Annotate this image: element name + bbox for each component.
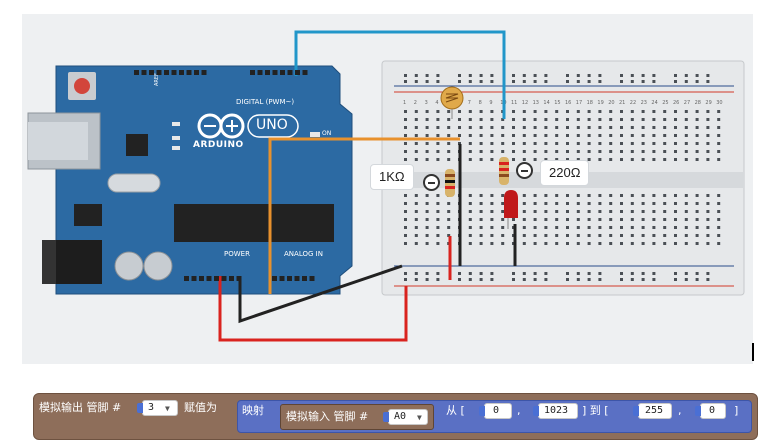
- from-label: 从 [: [446, 404, 465, 417]
- wire-red: [218, 276, 408, 342]
- to-high-value: 0: [709, 405, 716, 416]
- aref-label: AREF: [154, 73, 160, 86]
- col-number: 14: [543, 100, 549, 106]
- col-number: 1: [403, 100, 406, 106]
- col-number: 30: [716, 100, 722, 106]
- col-number: 29: [705, 100, 711, 106]
- analog-read-label: 模拟输入 管脚 #: [286, 410, 369, 423]
- from-high-input[interactable]: 1023: [533, 403, 578, 419]
- col-number: 15: [554, 100, 560, 106]
- breadboard-holes: 1234567891011121314151617181920212223242…: [403, 74, 723, 281]
- comma-1: ,: [517, 404, 521, 417]
- col-number: 8: [479, 100, 482, 106]
- wire-blue: [294, 30, 506, 119]
- col-number: 21: [619, 100, 625, 106]
- chevron-down-icon: ▼: [165, 404, 170, 413]
- assign-label: 赋值为: [184, 401, 217, 414]
- resistor-label-220[interactable]: 220Ω: [540, 160, 590, 186]
- col-number: 7: [468, 100, 471, 106]
- col-number: 26: [673, 100, 679, 106]
- text-cursor: [752, 343, 754, 361]
- uno-badge: [247, 114, 299, 138]
- red-led: [504, 190, 518, 218]
- col-number: 9: [489, 100, 492, 106]
- pin-dropdown[interactable]: 3 ▼: [137, 400, 178, 416]
- col-number: 3: [425, 100, 428, 106]
- resistor-label-1k[interactable]: 1KΩ: [370, 164, 414, 190]
- atmega-chip: [174, 204, 334, 242]
- close-bracket: ]: [734, 404, 739, 417]
- zoom-out-icon[interactable]: [423, 174, 440, 191]
- col-number: 17: [576, 100, 582, 106]
- resistor-label-1k-text: 1KΩ: [379, 169, 405, 184]
- power-header-label: POWER: [224, 250, 250, 258]
- chevron-down-icon: ▼: [417, 413, 422, 422]
- col-number: 20: [608, 100, 614, 106]
- col-number: 23: [641, 100, 647, 106]
- from-low-value: 0: [493, 405, 500, 416]
- col-number: 12: [522, 100, 528, 106]
- from-low-input[interactable]: 0: [479, 403, 512, 419]
- from-high-value: 1023: [544, 405, 569, 416]
- analog-pin-dropdown[interactable]: A0 ▼: [383, 409, 428, 425]
- zoom-out-icon[interactable]: [516, 162, 533, 179]
- wire-black: [238, 264, 403, 324]
- simulator-canvas[interactable]: 1234567891011121314151617181920212223242…: [22, 14, 753, 364]
- analog-header-label: ANALOG IN: [284, 250, 323, 258]
- col-number: 19: [597, 100, 603, 106]
- on-label: ON: [322, 130, 332, 137]
- col-number: 11: [511, 100, 517, 106]
- to-label: ] 到 [: [582, 404, 609, 417]
- col-number: 16: [565, 100, 571, 106]
- col-number: 4: [435, 100, 438, 106]
- col-number: 24: [651, 100, 657, 106]
- col-number: 18: [587, 100, 593, 106]
- map-label: 映射: [242, 404, 264, 417]
- resistor-label-220-text: 220Ω: [549, 165, 581, 180]
- analog-pin-value: A0: [394, 411, 407, 422]
- col-number: 27: [684, 100, 690, 106]
- col-number: 22: [630, 100, 636, 106]
- col-number: 28: [695, 100, 701, 106]
- comma-2: ,: [678, 404, 682, 417]
- arduino-model-text: UNO: [256, 117, 288, 133]
- analog-write-label: 模拟输出 管脚 #: [39, 401, 122, 414]
- col-number: 25: [662, 100, 668, 106]
- to-high-input[interactable]: 0: [695, 403, 726, 419]
- pin-dropdown-value: 3: [148, 402, 155, 413]
- to-low-value: 255: [645, 405, 664, 416]
- col-number: 2: [414, 100, 417, 106]
- col-number: 13: [533, 100, 539, 106]
- to-low-input[interactable]: 255: [633, 403, 672, 419]
- arduino-brand-text: ARDUINO: [193, 140, 244, 150]
- digital-header-label: DIGITAL (PWM~): [236, 98, 295, 106]
